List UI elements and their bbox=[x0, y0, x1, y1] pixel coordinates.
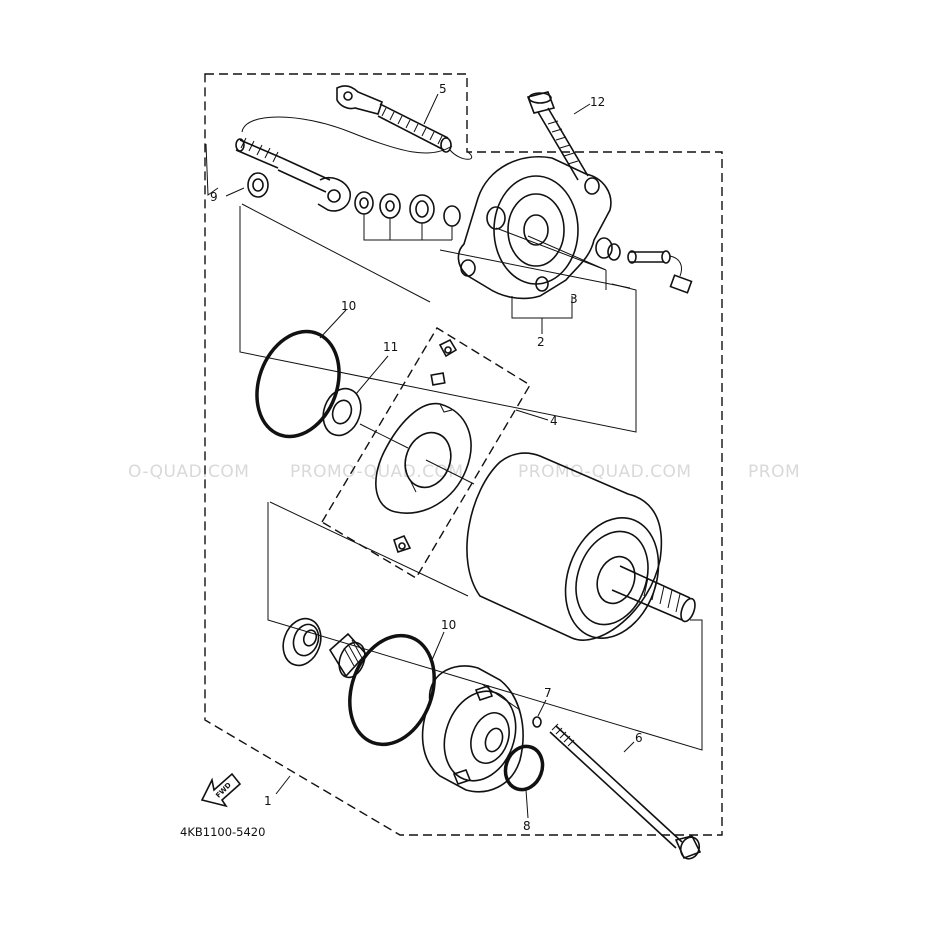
fwd-label: FWD bbox=[214, 781, 233, 800]
watermark-text: PROM bbox=[748, 462, 800, 482]
brush-plate bbox=[375, 338, 475, 554]
callout-12: 12 bbox=[590, 95, 605, 109]
leader-lines bbox=[225, 93, 635, 819]
fwd-arrow-icon: FWD bbox=[200, 772, 242, 808]
motor-yoke bbox=[466, 452, 696, 641]
brush-kit-outline bbox=[321, 327, 531, 579]
terminal-cable bbox=[235, 85, 473, 212]
callout-5: 5 bbox=[439, 82, 447, 96]
callout-1: 1 bbox=[264, 794, 272, 808]
callout-2: 2 bbox=[537, 335, 545, 349]
callout-4: 4 bbox=[550, 414, 558, 428]
callout-6: 6 bbox=[635, 731, 643, 745]
terminal-bolt bbox=[607, 243, 693, 294]
front-cover bbox=[421, 665, 524, 793]
callout-11: 11 bbox=[383, 340, 398, 354]
callout-8: 8 bbox=[523, 819, 531, 833]
assembly-outline bbox=[204, 73, 723, 836]
o-ring-small bbox=[532, 716, 542, 728]
rear-cover bbox=[457, 156, 613, 300]
part-code: 4KB1100-5420 bbox=[180, 825, 265, 839]
callout-3: 3 bbox=[570, 292, 578, 306]
callout-9: 9 bbox=[210, 190, 218, 204]
o-ring-upper bbox=[255, 329, 341, 439]
watermark-text: O-QUAD.COM bbox=[128, 462, 249, 482]
callout-7: 7 bbox=[544, 686, 552, 700]
o-ring-front bbox=[503, 744, 545, 792]
callout-10-upper: 10 bbox=[341, 299, 356, 313]
exploded-view-lines bbox=[239, 203, 703, 751]
oil-seal bbox=[282, 617, 322, 667]
washer-11 bbox=[322, 387, 409, 449]
callout-labels: 1 2 3 4 5 6 7 8 9 10 10 11 12 bbox=[210, 82, 643, 833]
washer-set bbox=[247, 172, 461, 241]
callout-brackets bbox=[205, 143, 631, 334]
watermark: O-QUAD.COM PROMO-QUAD.COM PROMO-QUAD.COM… bbox=[128, 462, 800, 482]
watermark-text: PROMO-QUAD.COM bbox=[518, 462, 692, 482]
bolt bbox=[526, 91, 589, 181]
callout-10-lower: 10 bbox=[441, 618, 456, 632]
through-bolt bbox=[549, 723, 702, 860]
